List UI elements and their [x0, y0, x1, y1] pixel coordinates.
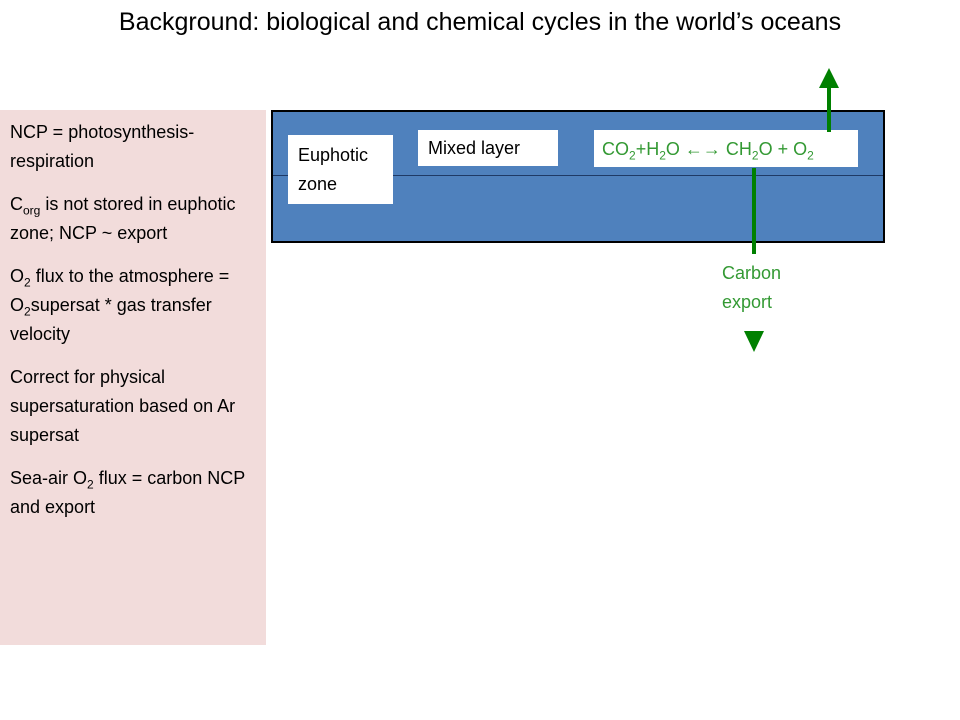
note-seaair-a: Sea-air O	[10, 468, 88, 488]
note-ncp-definition: NCP = photosynthesis-respiration	[10, 118, 256, 176]
note-flux-sub2: 2	[24, 304, 31, 319]
note-flux-rest: supersat * gas transfer velocity	[10, 295, 212, 344]
mixed-layer-boundary	[273, 175, 883, 176]
note-corg-sub: org	[23, 203, 41, 218]
note-corg-rest: is not stored in euphotic zone; NCP ~ ex…	[10, 194, 236, 243]
reaction-o2-sub: 2	[807, 148, 814, 163]
reaction-equation: CO2+H2O ←→ CH2O + O2	[594, 130, 858, 167]
reaction-co-sub: 2	[629, 148, 636, 163]
note-seaair-rest: flux = carbon NCP and export	[10, 468, 245, 517]
note-flux-sub1: 2	[24, 275, 31, 290]
reaction-ch-sub: 2	[751, 148, 759, 163]
note-flux-o1: O	[10, 266, 25, 286]
page-title: Background: biological and chemical cycl…	[118, 8, 842, 36]
euphotic-zone-label: Euphotic zone	[288, 135, 393, 204]
carbon-export-label: Carbon export	[722, 263, 782, 312]
note-correction-text: Correct for physical supersaturation bas…	[10, 367, 236, 445]
reaction-co: CO	[602, 139, 629, 159]
note-o2-flux: O2 flux to the atmosphere = O2supersat *…	[10, 262, 256, 349]
note-corg: Corg is not stored in euphotic zone; NCP…	[10, 190, 256, 248]
note-ncp-text: NCP = photosynthesis-respiration	[10, 122, 195, 171]
reaction-plus-h: +H	[635, 139, 660, 159]
note-correction: Correct for physical supersaturation bas…	[10, 363, 256, 450]
note-seaair-sub: 2	[87, 477, 94, 492]
note-sea-air: Sea-air O2 flux = carbon NCP and export	[10, 464, 256, 522]
mixed-layer-label: Mixed layer	[418, 130, 558, 166]
notes-sidebar: NCP = photosynthesis-respiration Corg is…	[0, 110, 266, 645]
note-corg-c: C	[10, 194, 23, 214]
note-flux-mid: flux to the atmosphere = O	[10, 266, 230, 315]
reaction-o-plus: O + O	[758, 139, 808, 159]
reaction-h-sub: 2	[659, 148, 666, 163]
reaction-o-arrow: O ←→ CH	[665, 139, 752, 159]
